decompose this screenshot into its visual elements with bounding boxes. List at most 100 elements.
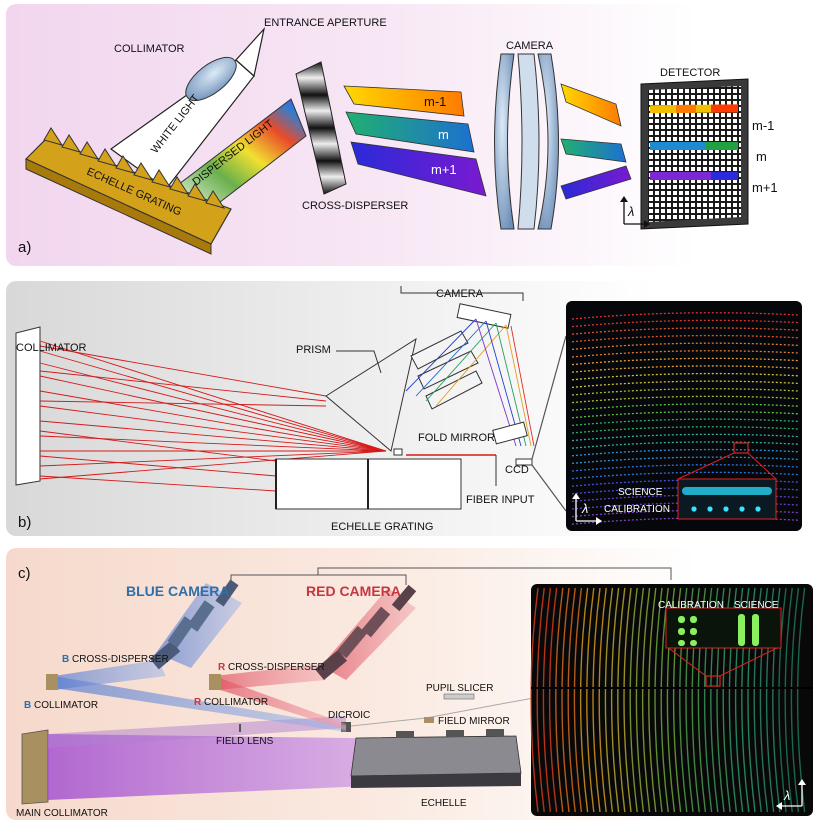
order-m-plus-1-beam — [350, 141, 487, 197]
label-field-lens: FIELD LENS — [216, 736, 274, 747]
ccd-c-order — [790, 587, 800, 813]
ccd-b-order — [571, 395, 799, 404]
ccd-b-order — [571, 441, 799, 449]
ccd-b — [515, 458, 533, 466]
panel-c: BLUE CAMERA RED CAMERA B CROSS-DISPERSER… — [6, 548, 818, 820]
label-det-m: m — [756, 149, 767, 164]
camera-lens-1 — [494, 53, 515, 230]
label-cross-disperser-a: CROSS-DISPERSER — [302, 200, 408, 212]
label-calibration-b: CALIBRATION — [604, 504, 670, 515]
field-mirror-c — [424, 717, 434, 723]
label-r-cross-disperser: R CROSS-DISPERSER — [218, 662, 325, 673]
ccd-b-order — [571, 372, 799, 381]
label-calibration-c: CALIBRATION — [658, 600, 724, 611]
label-collimator-a: COLLIMATOR — [114, 43, 185, 55]
ccd-c-order — [573, 587, 583, 813]
label-b-cross-disperser: B CROSS-DISPERSER — [62, 654, 169, 665]
ccd-c-order — [592, 587, 601, 813]
blue-camera-c — [149, 579, 242, 670]
order-m-minus-1-beam — [343, 85, 465, 117]
camera-lens-3 — [537, 53, 559, 230]
label-prism: PRISM — [296, 344, 331, 356]
ccd-b-order — [571, 410, 799, 419]
ccd-c-order — [654, 587, 663, 813]
ccd-c-order — [610, 587, 620, 813]
ccd-c-order — [635, 587, 645, 813]
label-pupil-slicer: PUPIL SLICER — [426, 683, 493, 694]
lambda-c: λ — [783, 788, 790, 803]
pupil-slicer-c — [443, 693, 475, 700]
prism-b — [325, 337, 417, 452]
panel-b-tag: b) — [18, 514, 31, 531]
panel-a-diagram: ENTRANCE APERTURE COLLIMATOR WHITE LIGHT… — [18, 17, 778, 256]
collimator-lens-a — [185, 56, 237, 102]
panel-c-diagram: BLUE CAMERA RED CAMERA B CROSS-DISPERSER… — [16, 565, 813, 819]
label-dichroic: DICROIC — [328, 710, 370, 721]
cross-disperser-a — [295, 61, 347, 195]
collimator-mirror-b — [15, 326, 41, 486]
ccd-c-order — [586, 587, 595, 813]
grating-teeth — [43, 127, 226, 209]
lambda-a: λ — [627, 204, 634, 219]
ccd-c-order — [648, 587, 657, 813]
ccd-b-order — [571, 464, 799, 472]
ccd-b-order — [571, 426, 799, 434]
label-science-c: SCIENCE — [734, 600, 779, 611]
label-camera-b: CAMERA — [436, 288, 484, 300]
ccd-c-order — [567, 587, 576, 813]
ccd-c-order — [542, 587, 552, 813]
ccd-c-order — [778, 587, 787, 813]
label-order-m-plus-1: m+1 — [431, 162, 457, 177]
label-order-m: m — [438, 127, 449, 142]
label-fiber-input: FIBER INPUT — [466, 494, 535, 506]
ccd-c-order — [548, 587, 558, 813]
ccd-c-order — [598, 587, 607, 813]
ccd-c-order — [604, 587, 614, 813]
ccd-b-order — [571, 388, 799, 396]
ccd-c-order — [617, 587, 626, 813]
ccd-b-order — [571, 403, 799, 411]
label-ccd: CCD — [505, 464, 529, 476]
ccd-c-order — [623, 587, 632, 813]
main-collimator-c — [21, 729, 49, 805]
label-red-camera: RED CAMERA — [306, 583, 401, 599]
lambda-b: λ — [581, 501, 588, 516]
label-detector: DETECTOR — [660, 67, 720, 79]
ccd-b-order — [571, 350, 799, 358]
label-r-collimator: R COLLIMATOR — [194, 697, 268, 708]
label-science-b: SCIENCE — [618, 487, 663, 498]
camera-lens-2 — [517, 53, 540, 230]
label-det-m-minus-1: m-1 — [752, 118, 774, 133]
label-det-m-plus-1: m+1 — [752, 180, 778, 195]
ccd-b-order — [571, 312, 799, 320]
red-camera-c — [315, 584, 417, 681]
ccd-b-order — [571, 418, 799, 427]
ccd-image-b — [566, 301, 802, 531]
detector-a — [640, 78, 749, 230]
ccd-b-order — [571, 433, 799, 442]
collimator-rays — [39, 340, 387, 492]
label-main-collimator: MAIN COLLIMATOR — [16, 808, 108, 819]
ccd-c-order — [660, 587, 669, 813]
ccd-b-order — [571, 342, 799, 351]
panel-a-tag: a) — [18, 239, 31, 256]
label-camera-a: CAMERA — [506, 40, 554, 52]
b-collimator-c — [46, 674, 58, 690]
label-collimator-b: COLLIMATOR — [16, 342, 87, 354]
fold-mirror-b — [492, 421, 528, 445]
ccd-b-order — [571, 448, 799, 457]
label-blue-camera: BLUE CAMERA — [126, 583, 229, 599]
ccd-b-order — [571, 327, 799, 335]
ccd-b-order — [571, 456, 799, 465]
ccd-c-order — [641, 587, 651, 813]
echelle-c — [350, 729, 522, 788]
label-fold-mirror: FOLD MIRROR — [418, 432, 495, 444]
ccd-b-order — [571, 365, 799, 373]
ccd-c-order — [579, 587, 589, 813]
ccd-c-order — [530, 587, 539, 813]
ccd-image-c — [530, 584, 813, 816]
label-field-mirror: FIELD MIRROR — [438, 716, 510, 727]
camera-lens-stack-b — [410, 330, 483, 410]
panel-b-diagram: CAMERA COLLIMATOR PRISM FOLD MIRROR CCD … — [15, 286, 802, 533]
panel-b: CAMERA COLLIMATOR PRISM FOLD MIRROR CCD … — [6, 281, 818, 536]
